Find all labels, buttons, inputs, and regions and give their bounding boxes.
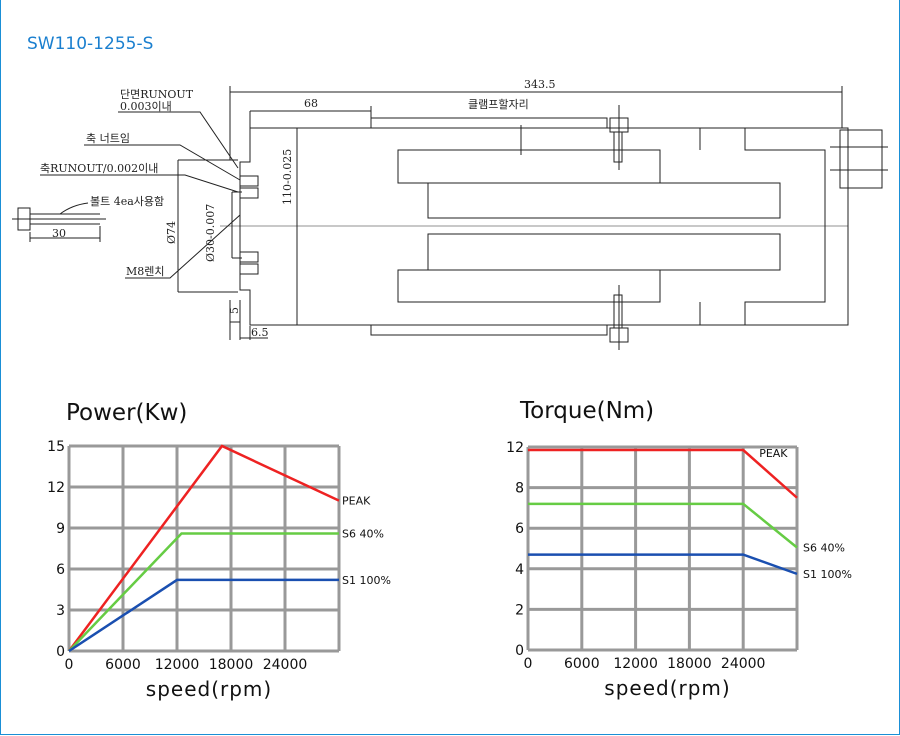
x-tick-label: 6000 [564,656,600,672]
chart-title: Torque(Nm) [519,398,654,424]
series-label: S6 40% [342,527,384,540]
x-tick-label: 0 [65,657,74,673]
y-tick-label: 8 [515,481,524,497]
y-tick-label: 2 [515,602,524,618]
x-tick-label: 24000 [263,657,308,673]
x-tick-label: 12000 [613,656,658,672]
dim-5: 5 [228,307,241,314]
series-label: S1 100% [803,568,852,581]
x-tick-label: 6000 [105,657,141,673]
series-line-s1-100- [528,553,798,576]
clamp-area-label: 클램프할자리 [468,98,529,111]
y-tick-label: 6 [56,562,65,578]
x-tick-label: 18000 [667,656,712,672]
y-tick-label: 0 [56,644,65,660]
series-label: S6 40% [803,541,845,554]
series-label: PEAK [342,495,371,508]
face-runout-value: 0.003이내 [120,100,172,113]
dia-74-dim: Ø74 [165,221,178,244]
x-tick-label: 24000 [721,656,766,672]
series-line-s6-40- [68,532,339,652]
y-tick-label: 9 [56,521,65,537]
offset-dim: 68 [304,97,318,110]
bolt-note: 볼트 4ea사용함 [90,195,164,208]
x-axis-label: speed(rpm) [146,677,272,701]
model-title: SW110-1255-S [27,34,154,54]
series-label: S1 100% [342,574,391,587]
x-tick-label: 0 [524,656,533,672]
chart-title: Power(Kw) [66,400,187,426]
series-line-s1-100- [68,578,339,653]
series-line-peak [528,448,798,499]
y-tick-label: 6 [515,521,524,537]
dia-30-dim: Ø30-0.007 [204,204,217,262]
bolt-length-dim: 30 [52,227,66,240]
series-label: PEAK [759,447,788,460]
y-tick-label: 12 [506,440,524,456]
series-line-s6-40- [528,502,798,549]
face-runout-label: 단면RUNOUT [120,88,194,101]
series-line-peak [67,444,340,652]
x-tick-label: 18000 [209,657,254,673]
y-tick-label: 0 [515,643,524,659]
dia-110-dim: 110-0.025 [281,149,294,205]
overall-length-dim: 343.5 [524,78,556,91]
x-tick-label: 12000 [155,657,200,673]
dim-6-5: 6.5 [251,326,269,339]
shaft-runout-label: 축RUNOUT/0.002이내 [40,162,158,175]
wrench-label: M8렌치 [126,265,165,278]
shaft-nut-label: 축 너트임 [86,132,130,145]
y-tick-label: 4 [515,562,524,578]
y-tick-label: 12 [47,480,65,496]
y-tick-label: 3 [56,603,65,619]
x-axis-label: speed(rpm) [604,676,730,700]
y-tick-label: 15 [47,439,65,455]
